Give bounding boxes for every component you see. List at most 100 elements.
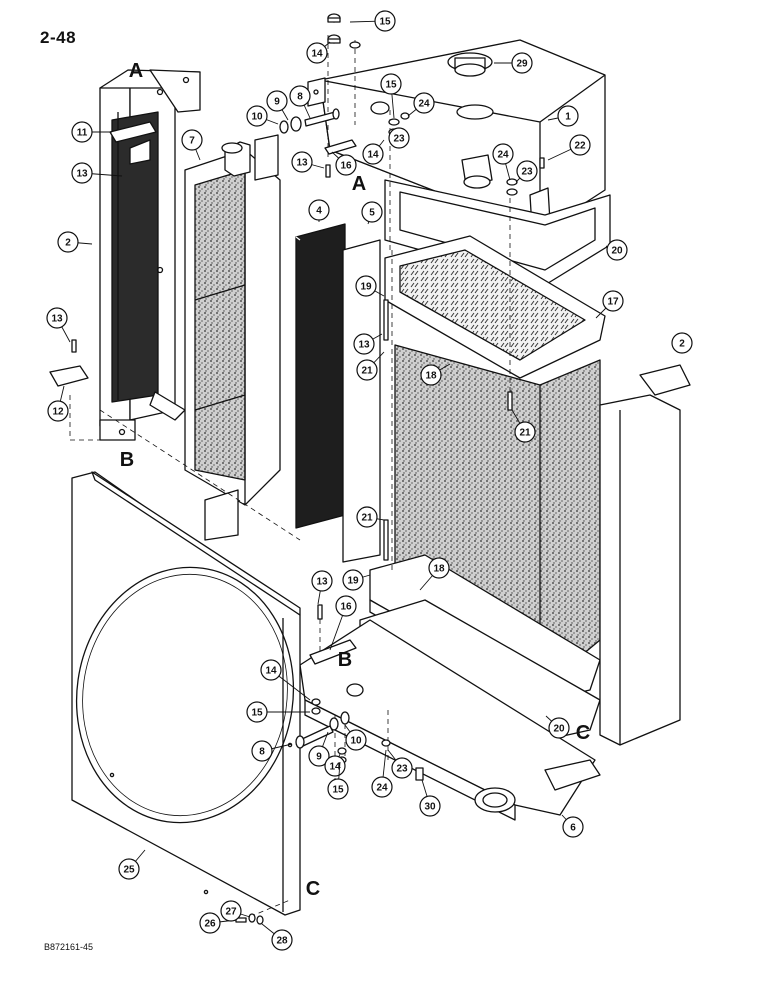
- nut-24-right: [506, 178, 518, 196]
- callout-26: 26: [199, 912, 237, 934]
- brace-bracket: [109, 121, 157, 165]
- nut-lower-15: [311, 707, 321, 715]
- callout-number: 15: [251, 708, 263, 719]
- callout-number: 2: [679, 339, 685, 350]
- section-marker-c: C: [306, 878, 320, 900]
- callout-2: 2: [671, 332, 693, 354]
- callout-circle: [118, 858, 140, 880]
- callout-13: 13: [71, 162, 123, 184]
- callout-16: 16: [329, 595, 357, 651]
- callout-number: 24: [497, 150, 509, 161]
- nut-28: [256, 915, 264, 925]
- callout-number: 2: [65, 238, 71, 249]
- bracket-16-top: [324, 139, 357, 155]
- callout-number: 21: [361, 513, 373, 524]
- nut-top-2: [327, 34, 341, 44]
- callout-30: 30: [419, 779, 441, 817]
- callout-number: 7: [189, 136, 195, 147]
- callout-circle: [335, 154, 357, 176]
- callout-circle: [57, 231, 79, 253]
- callout-13: 13: [46, 307, 71, 343]
- callout-circle: [71, 121, 93, 143]
- callout-number: 5: [369, 208, 375, 219]
- callout-circle: [289, 85, 311, 107]
- seal-strip: [295, 223, 346, 529]
- callout-number: 22: [574, 141, 586, 152]
- callout-4: 4: [308, 199, 330, 222]
- callout-number: 9: [274, 97, 280, 108]
- callout-15: 15: [380, 73, 402, 119]
- callout-number: 14: [311, 49, 323, 60]
- callout-number: 10: [350, 736, 362, 747]
- callout-23: 23: [515, 160, 538, 183]
- callout-number: 23: [393, 134, 405, 145]
- callout-14: 14: [362, 139, 385, 165]
- callout-24: 24: [371, 749, 393, 798]
- right-side-channel: [599, 364, 691, 746]
- callout-number: 30: [424, 802, 436, 813]
- callout-number: 17: [607, 297, 619, 308]
- callout-10: 10: [246, 105, 279, 127]
- figure-code: B872161-45: [44, 942, 94, 952]
- callout-21: 21: [356, 506, 385, 528]
- callout-number: 15: [332, 785, 344, 796]
- callout-number: 1: [565, 112, 571, 123]
- callout-number: 8: [297, 92, 303, 103]
- callout-18: 18: [419, 557, 450, 591]
- callout-14: 14: [306, 41, 331, 64]
- callout-circle: [380, 73, 402, 95]
- callout-number: 23: [521, 167, 533, 178]
- callout-circle: [362, 143, 384, 165]
- callout-circle: [246, 105, 268, 127]
- callout-circle: [220, 900, 242, 922]
- callout-number: 10: [251, 112, 263, 123]
- callout-18: 18: [420, 363, 451, 386]
- callout-number: 9: [316, 752, 322, 763]
- callout-25: 25: [118, 849, 146, 880]
- left-side-channel: [99, 69, 201, 441]
- tie-rod-upper: [383, 299, 389, 341]
- washer-top: [349, 41, 361, 49]
- callout-circle: [419, 795, 441, 817]
- bolt-13-lower: [317, 604, 323, 620]
- callout-19: 19: [342, 569, 371, 591]
- callout-8: 8: [251, 740, 293, 762]
- callout-number: 12: [52, 407, 64, 418]
- callout-circle: [606, 239, 628, 261]
- fan-shroud: [71, 471, 301, 916]
- callout-14: 14: [324, 753, 346, 777]
- callout-number: 14: [367, 150, 379, 161]
- bracket-16-lower: [309, 639, 357, 665]
- callout-circle: [356, 359, 378, 381]
- radiator-cap: [447, 52, 493, 77]
- callout-5: 5: [361, 201, 383, 225]
- nut-24-top: [400, 112, 410, 120]
- callout-number: 8: [259, 747, 265, 758]
- section-marker-b: B: [338, 649, 352, 671]
- side-plate: [342, 239, 381, 563]
- callout-13: 13: [291, 151, 325, 173]
- callout-circle: [353, 333, 375, 355]
- callout-number: 23: [396, 764, 408, 775]
- callout-circle: [356, 506, 378, 528]
- bolt-8: [304, 108, 340, 127]
- washer-lower-10: [340, 711, 350, 725]
- callout-number: 19: [347, 576, 359, 587]
- callout-circle: [548, 717, 570, 739]
- callout-27: 27: [220, 900, 251, 922]
- callout-circle: [391, 757, 413, 779]
- callout-number: 15: [385, 80, 397, 91]
- callout-number: 14: [329, 762, 341, 773]
- bolt-21-right: [507, 391, 513, 411]
- callout-28: 28: [261, 923, 293, 951]
- callout-circle: [291, 151, 313, 173]
- callout-9: 9: [308, 731, 330, 767]
- callout-circle: [266, 90, 288, 112]
- callout-circle: [557, 105, 579, 127]
- callout-number: 13: [358, 340, 370, 351]
- callout-23: 23: [387, 749, 413, 779]
- callout-14: 14: [260, 659, 311, 701]
- callout-circle: [308, 745, 330, 767]
- callout-15: 15: [246, 701, 310, 723]
- callout-number: 28: [276, 936, 288, 947]
